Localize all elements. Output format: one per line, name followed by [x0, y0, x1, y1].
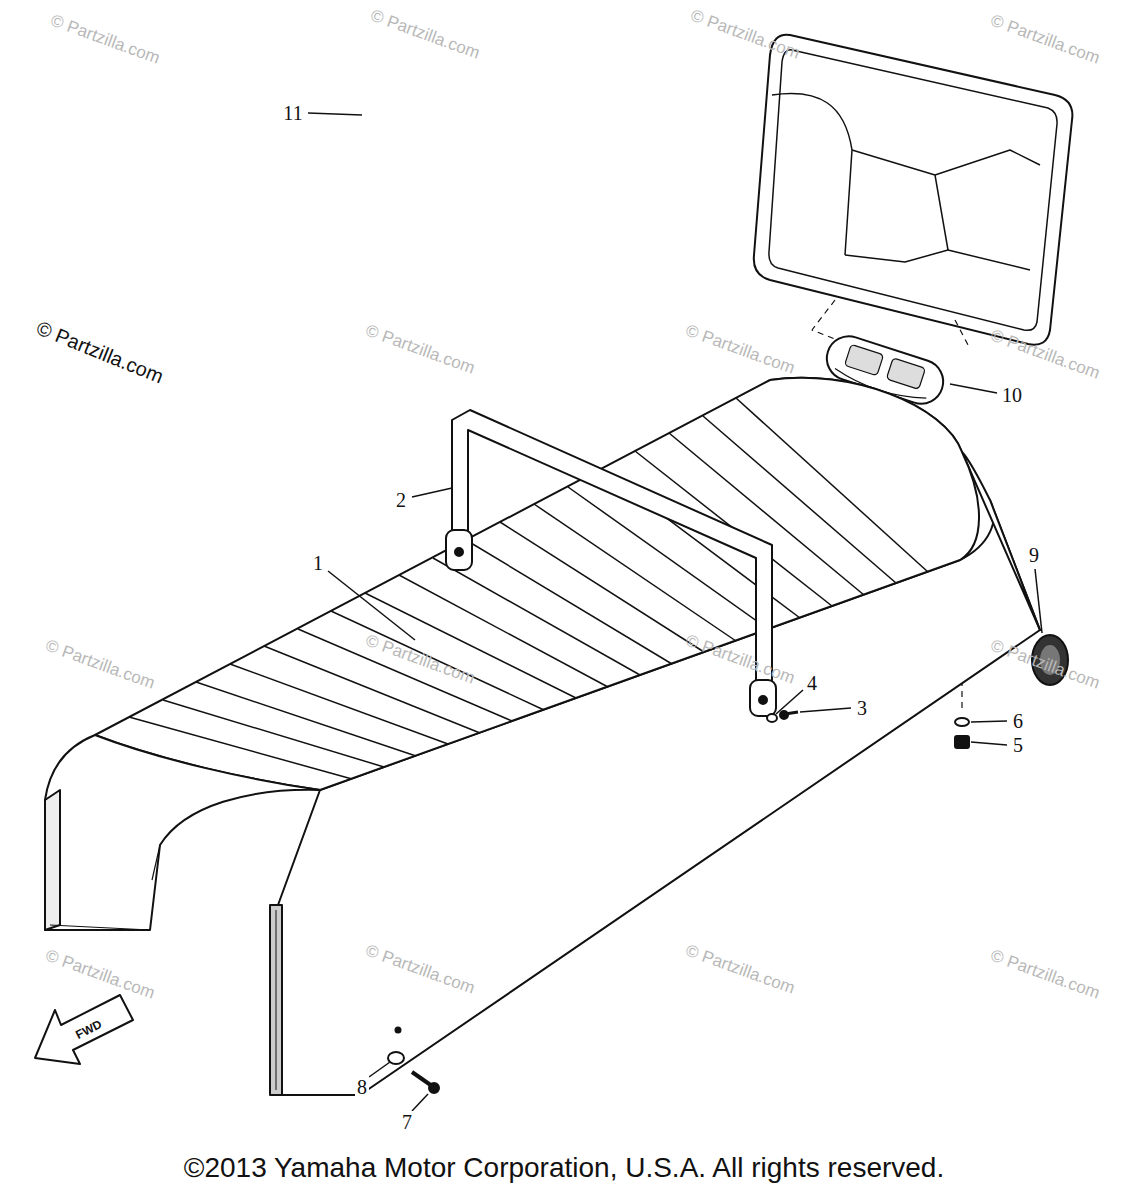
watermark: © Partzilla.com — [683, 942, 797, 999]
seat-quilting — [129, 398, 928, 779]
leader-line — [308, 113, 1042, 1111]
watermark: © Partzilla.com — [363, 322, 477, 379]
washer — [388, 1052, 404, 1064]
backrest-pad — [754, 35, 1073, 345]
watermark: © Partzilla.com — [988, 947, 1102, 1004]
copyright-caption: ©2013 Yamaha Motor Corporation, U.S.A. A… — [0, 1152, 1128, 1184]
forward-arrow — [35, 995, 133, 1064]
washer — [955, 718, 969, 726]
watermark: © Partzilla.com — [363, 942, 477, 999]
callout-number: 10 — [1000, 384, 1024, 406]
watermark: © Partzilla.com — [988, 637, 1102, 694]
callout-number: 7 — [400, 1111, 414, 1133]
strap-bracket — [750, 680, 776, 716]
direction-label: FWD — [74, 1018, 104, 1042]
watermark: © Partzilla.com — [683, 632, 797, 689]
washer — [767, 714, 777, 722]
backrest-cushion — [845, 150, 948, 262]
backrest-cushion — [772, 93, 852, 255]
callout-number: 3 — [855, 697, 869, 719]
callout-number: 9 — [1027, 544, 1041, 566]
strap-bracket — [446, 530, 472, 570]
watermark: © Partzilla.com — [683, 322, 797, 379]
backrest-cushion — [935, 150, 1040, 270]
watermark: © Partzilla.com — [988, 12, 1102, 69]
callout-number: 11 — [281, 102, 304, 124]
watermark: © Partzilla.com — [33, 317, 166, 388]
watermark: © Partzilla.com — [988, 327, 1102, 384]
callout-number: 2 — [394, 489, 408, 511]
callout-number: 6 — [1011, 710, 1025, 732]
callout-number: 5 — [1011, 734, 1025, 756]
watermark: © Partzilla.com — [368, 7, 482, 64]
side-trim — [270, 905, 282, 1095]
seat-top — [95, 378, 979, 790]
watermark: © Partzilla.com — [43, 637, 157, 694]
seat-front — [45, 735, 320, 930]
watermark: © Partzilla.com — [363, 632, 477, 689]
callout-number: 4 — [805, 672, 819, 694]
side-trim — [276, 910, 277, 1090]
seat-front-trim — [50, 845, 160, 930]
callout-number: 8 — [355, 1076, 369, 1098]
nut — [955, 736, 969, 748]
seat-front-panel — [45, 790, 60, 930]
watermark: © Partzilla.com — [43, 947, 157, 1004]
assembly-line — [955, 320, 968, 345]
bolt — [412, 1072, 432, 1086]
callout-number: 1 — [311, 552, 325, 574]
backrest-rim — [769, 50, 1057, 331]
watermark: © Partzilla.com — [48, 12, 162, 69]
watermark: © Partzilla.com — [688, 7, 802, 64]
